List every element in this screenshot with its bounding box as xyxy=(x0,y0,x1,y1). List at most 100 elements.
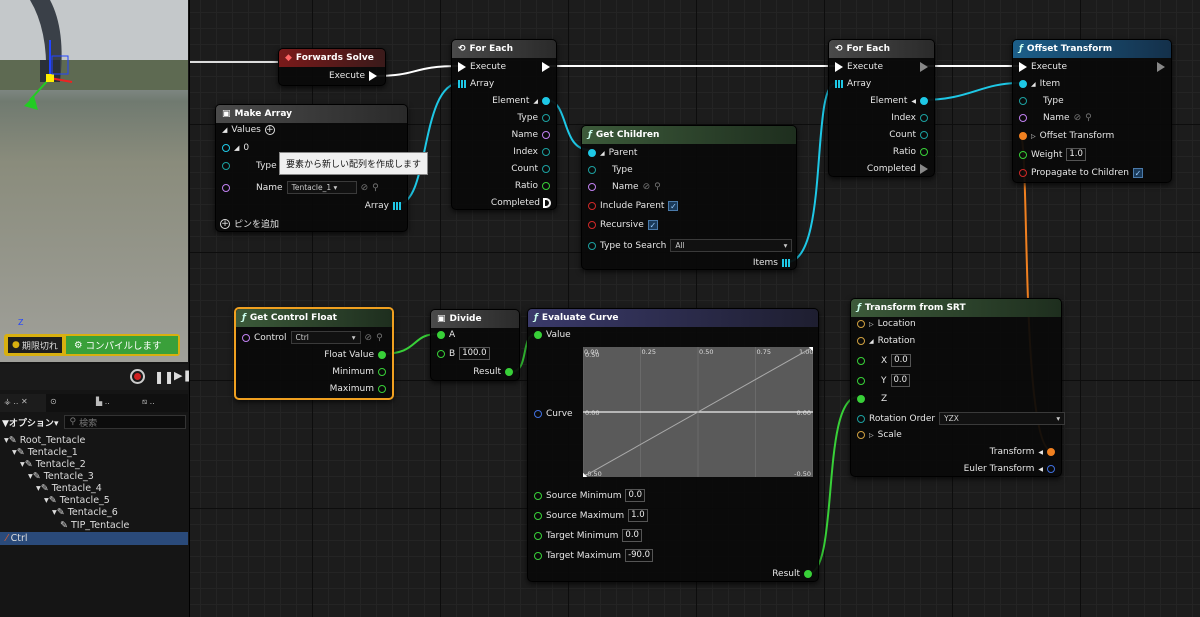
pin[interactable] xyxy=(857,356,865,365)
target-min-input[interactable]: 0.0 xyxy=(622,529,642,542)
options-dropdown[interactable]: ▼オプション▾ xyxy=(2,418,59,429)
exec-pin[interactable] xyxy=(920,164,928,174)
pin[interactable] xyxy=(1019,150,1027,159)
pin[interactable] xyxy=(542,131,550,139)
y-input[interactable]: 0.0 xyxy=(890,374,911,387)
add-pin-label[interactable]: ピンを追加 xyxy=(234,220,280,230)
search-icon[interactable]: ⚲ xyxy=(1085,113,1092,123)
exec-pin[interactable] xyxy=(1157,62,1165,72)
exec-pin[interactable] xyxy=(458,62,466,72)
pin[interactable] xyxy=(437,331,445,339)
tree-item[interactable]: ▾✎Tentacle_6 xyxy=(52,507,118,518)
tab-4[interactable]: ⧅ .. xyxy=(142,397,155,406)
pin[interactable] xyxy=(534,531,542,540)
recursive-checkbox[interactable]: ✓ xyxy=(647,220,658,230)
pin[interactable] xyxy=(857,431,865,439)
pin[interactable] xyxy=(222,144,230,152)
step-button[interactable]: ●期限切れ xyxy=(8,337,62,353)
add-icon[interactable]: + xyxy=(264,125,275,135)
pin[interactable] xyxy=(534,551,542,560)
reset-icon[interactable]: ⊘ xyxy=(1073,113,1082,123)
tab-3[interactable]: ▙ .. xyxy=(96,397,110,406)
reset-icon[interactable]: ⊘ xyxy=(360,182,369,193)
pin[interactable] xyxy=(588,241,596,250)
viewport[interactable]: Z xyxy=(0,0,188,362)
pin[interactable] xyxy=(857,376,865,385)
tab-hierarchy[interactable]: ⚶ .. ✕ xyxy=(0,394,46,412)
compile-button[interactable]: ⚙コンパイルします xyxy=(66,336,178,354)
tree-item[interactable]: ✎TIP_Tentacle xyxy=(60,520,130,531)
pin[interactable] xyxy=(857,337,865,345)
pin[interactable] xyxy=(542,114,550,122)
exec-pin[interactable] xyxy=(1019,62,1027,72)
tab-2[interactable]: ⊙ xyxy=(46,394,92,412)
exec-pin[interactable] xyxy=(369,71,377,81)
pin[interactable] xyxy=(1019,97,1027,105)
pin[interactable] xyxy=(542,182,550,190)
reset-icon[interactable]: ⊘ xyxy=(364,332,373,343)
forwards-solve-node[interactable]: ◆Forwards Solve Execute xyxy=(278,48,386,86)
propagate-checkbox[interactable]: ✓ xyxy=(1133,168,1144,178)
search-icon[interactable]: ⚲ xyxy=(372,182,379,193)
tree-item[interactable]: ▾✎Tentacle_2 xyxy=(20,459,86,470)
pin[interactable] xyxy=(542,148,550,156)
pin[interactable] xyxy=(534,331,542,339)
pin[interactable] xyxy=(588,166,596,174)
tree-item-selected[interactable]: ⁄Ctrl xyxy=(0,532,188,545)
include-parent-checkbox[interactable]: ✓ xyxy=(668,201,679,211)
search-input[interactable]: ⚲検索 xyxy=(64,415,186,429)
pin[interactable] xyxy=(804,570,812,578)
source-max-input[interactable]: 1.0 xyxy=(628,509,648,522)
for-each-node[interactable]: ⟲For Each Execute Array Element◀ Index C… xyxy=(828,39,935,177)
exec-pin[interactable] xyxy=(543,198,551,208)
b-input[interactable]: 100.0 xyxy=(459,347,490,360)
pin[interactable] xyxy=(1047,465,1055,473)
add-pin-icon[interactable]: + xyxy=(220,218,230,229)
pin[interactable] xyxy=(857,320,865,328)
pin[interactable] xyxy=(534,511,542,520)
pin[interactable] xyxy=(1019,80,1027,88)
pin[interactable] xyxy=(920,114,928,122)
pin[interactable] xyxy=(588,149,596,157)
pin[interactable] xyxy=(542,165,550,173)
search-icon[interactable]: ⚲ xyxy=(376,332,383,343)
tree-item[interactable]: ▾✎Root_Tentacle xyxy=(4,435,86,446)
search-icon[interactable]: ⚲ xyxy=(654,182,661,192)
pin[interactable] xyxy=(920,148,928,156)
pin[interactable] xyxy=(242,333,250,342)
pin[interactable] xyxy=(437,349,445,358)
pin[interactable] xyxy=(1019,114,1027,122)
pin[interactable] xyxy=(588,202,596,210)
reset-icon[interactable]: ⊘ xyxy=(642,182,651,192)
control-dropdown[interactable]: Ctrl▾ xyxy=(290,331,361,344)
weight-input[interactable]: 1.0 xyxy=(1066,148,1086,161)
target-max-input[interactable]: -90.0 xyxy=(625,549,654,562)
pin[interactable] xyxy=(534,410,542,418)
pin[interactable] xyxy=(857,414,865,423)
tree-item[interactable]: ▾✎Tentacle_4 xyxy=(36,483,102,494)
name-dropdown[interactable]: Tentacle_1 ▾ xyxy=(286,181,357,194)
pin[interactable] xyxy=(588,183,596,191)
tree-item[interactable]: ▾✎Tentacle_3 xyxy=(28,471,94,482)
pin[interactable] xyxy=(920,97,928,105)
play-button[interactable]: ▶❚ xyxy=(174,369,192,382)
tree-item[interactable]: ▾✎Tentacle_1 xyxy=(12,447,78,458)
pin[interactable] xyxy=(222,162,230,170)
array-pin[interactable] xyxy=(393,202,401,210)
exec-pin[interactable] xyxy=(542,62,550,72)
record-button[interactable] xyxy=(130,369,145,384)
array-pin[interactable] xyxy=(458,80,466,88)
curve-key[interactable] xyxy=(583,472,588,477)
pin[interactable] xyxy=(588,221,596,229)
pin[interactable] xyxy=(1019,169,1027,177)
pin[interactable] xyxy=(1047,448,1055,456)
pin[interactable] xyxy=(378,368,386,376)
source-min-input[interactable]: 0.0 xyxy=(625,489,646,502)
